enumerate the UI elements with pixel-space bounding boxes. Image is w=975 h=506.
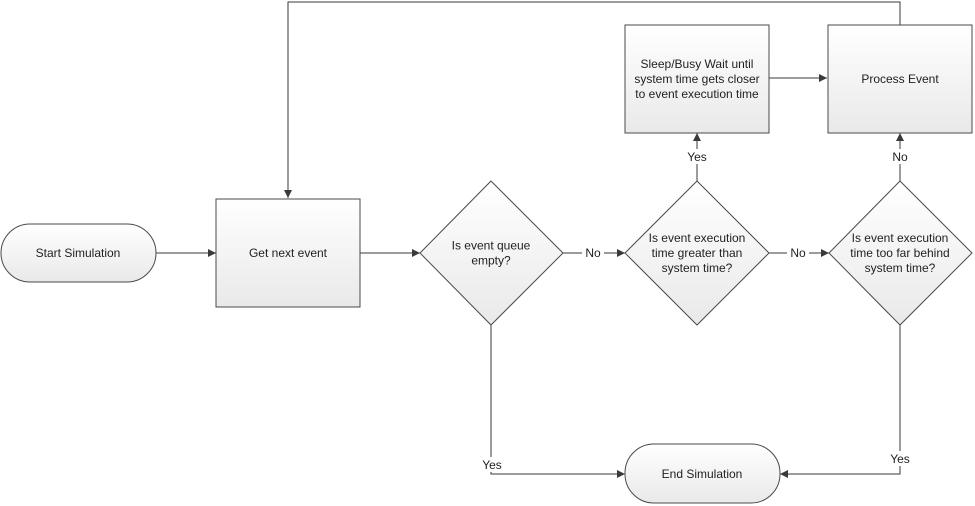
node-end-simulation: End Simulation: [624, 443, 781, 504]
node-get-next-event-text: Get next event: [249, 246, 328, 260]
edges: [156, 1, 904, 478]
node-text-line: Is event queue: [452, 239, 531, 253]
node-text-line: system time?: [865, 261, 936, 275]
edge-label-greater-to-behind: No: [790, 246, 806, 260]
edge-label-behind-to-process: No: [892, 150, 908, 164]
edge-label-greater-to-sleep: Yes: [687, 150, 707, 164]
node-text-line: End Simulation: [662, 467, 743, 481]
edge-label-queue-to-greater: No: [585, 246, 601, 260]
node-text-line: Sleep/Busy Wait until: [641, 57, 754, 71]
edge-queue-empty-to-end: [490, 325, 625, 478]
node-process-event: Process Event: [827, 24, 973, 134]
node-text-line: Is event execution: [852, 231, 949, 245]
edge-process-loop-to-get-next: [284, 1, 901, 198]
node-start-simulation: Start Simulation: [0, 223, 157, 283]
node-end-simulation-text: End Simulation: [662, 467, 743, 481]
edge-label-behind-to-end: Yes: [890, 452, 910, 466]
node-text-line: Is event execution: [649, 231, 746, 245]
node-text-line: system time?: [662, 261, 733, 275]
node-text-line: system time gets closer: [634, 72, 759, 86]
edge-labels: No No Yes No Yes Yes: [478, 149, 914, 472]
node-get-next-event: Get next event: [215, 198, 361, 308]
node-text-line: Get next event: [249, 246, 328, 260]
node-text-line: empty?: [471, 254, 511, 268]
node-text-line: Start Simulation: [36, 246, 121, 260]
node-text-line: Process Event: [861, 72, 939, 86]
node-start-simulation-text: Start Simulation: [36, 246, 121, 260]
edge-behind-to-end: [780, 325, 901, 478]
node-text-line: time too far behind: [850, 246, 949, 260]
node-text-line: to event execution time: [635, 87, 759, 101]
node-process-event-text: Process Event: [861, 72, 939, 86]
node-text-line: time greater than: [652, 246, 743, 260]
edge-label-queue-to-end: Yes: [482, 458, 502, 472]
